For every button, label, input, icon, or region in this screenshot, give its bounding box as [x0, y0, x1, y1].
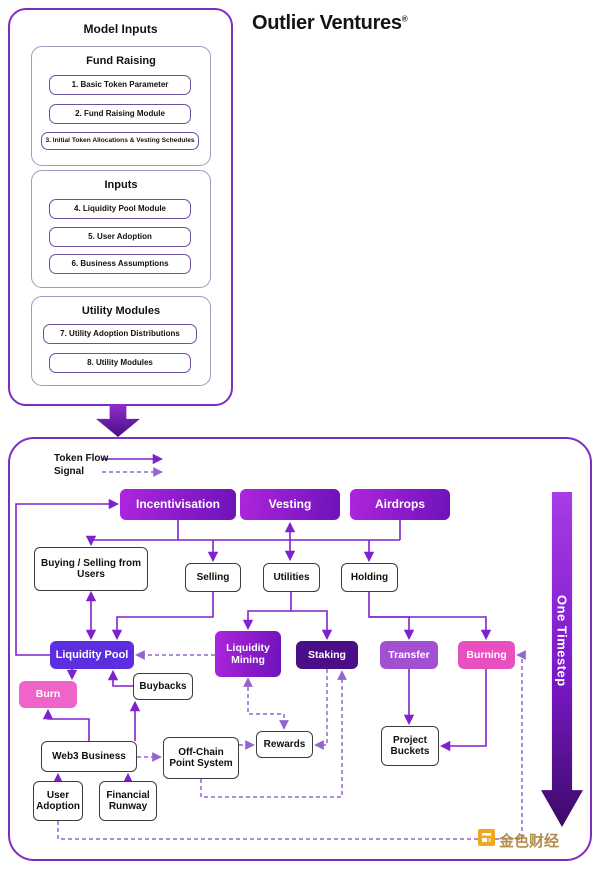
node-utilities: Utilities — [263, 563, 320, 592]
group-fund-raising: Fund Raising 1. Basic Token Parameter 2.… — [31, 46, 211, 166]
brand-text: Outlier Ventures — [252, 12, 402, 34]
node-vesting: Vesting — [240, 489, 340, 520]
model-input-item-7: 7. Utility Adoption Distributions — [43, 324, 197, 344]
brand-title: Outlier Ventures® — [252, 12, 408, 35]
model-input-item-8: 8. Utility Modules — [49, 353, 191, 373]
group-fund-raising-title: Fund Raising — [86, 55, 156, 67]
registered-mark: ® — [401, 14, 408, 24]
model-input-item-1: 1. Basic Token Parameter — [49, 75, 191, 95]
model-input-item-3: 3. Initial Token Allocations & Vesting S… — [41, 132, 199, 150]
group-utility-modules: Utility Modules 7. Utility Adoption Dist… — [31, 296, 211, 386]
node-transfer: Transfer — [380, 641, 438, 669]
watermark: 金色财经 — [478, 829, 559, 851]
group-inputs-title: Inputs — [104, 179, 138, 191]
node-burn: Burn — [19, 681, 77, 708]
node-burning: Burning — [458, 641, 515, 669]
node-airdrops: Airdrops — [350, 489, 450, 520]
node-project-buckets: Project Buckets — [381, 726, 439, 766]
model-input-item-5: 5. User Adoption — [49, 227, 191, 247]
legend-signal-label: Signal — [54, 466, 85, 477]
node-off-chain-point-system: Off-Chain Point System — [163, 737, 239, 779]
model-inputs-panel: Model Inputs Fund Raising 1. Basic Token… — [8, 8, 233, 406]
one-timestep-label: One Timestep — [554, 595, 570, 687]
node-web3-business: Web3 Business — [41, 741, 137, 772]
node-rewards: Rewards — [256, 731, 313, 758]
legend-token-flow-label: Token Flow — [54, 453, 109, 464]
model-input-item-4: 4. Liquidity Pool Module — [49, 199, 191, 219]
model-input-item-2: 2. Fund Raising Module — [49, 104, 191, 124]
node-liquidity-pool: Liquidity Pool — [50, 641, 134, 669]
model-inputs-title: Model Inputs — [83, 22, 158, 36]
token-flow-diagram: Token Flow Signal Incentivisation Vestin… — [8, 437, 592, 861]
model-input-item-6: 6. Business Assumptions — [49, 254, 191, 274]
node-liquidity-mining: Liquidity Mining — [215, 631, 281, 677]
golden-finance-logo-icon — [478, 829, 495, 851]
node-selling: Selling — [185, 563, 241, 592]
node-financial-runway: Financial Runway — [99, 781, 157, 821]
node-incentivisation: Incentivisation — [120, 489, 236, 520]
group-utility-modules-title: Utility Modules — [81, 305, 161, 317]
panel-to-diagram-arrow-icon — [96, 404, 140, 437]
flow-edges — [15, 453, 526, 840]
node-holding: Holding — [341, 563, 398, 592]
watermark-text: 金色财经 — [499, 832, 560, 850]
node-buybacks: Buybacks — [133, 673, 193, 700]
node-buying-selling-users: Buying / Selling from Users — [34, 547, 148, 591]
node-user-adoption: User Adoption — [33, 781, 83, 821]
node-staking: Staking — [296, 641, 358, 669]
group-inputs: Inputs 4. Liquidity Pool Module 5. User … — [31, 170, 211, 288]
